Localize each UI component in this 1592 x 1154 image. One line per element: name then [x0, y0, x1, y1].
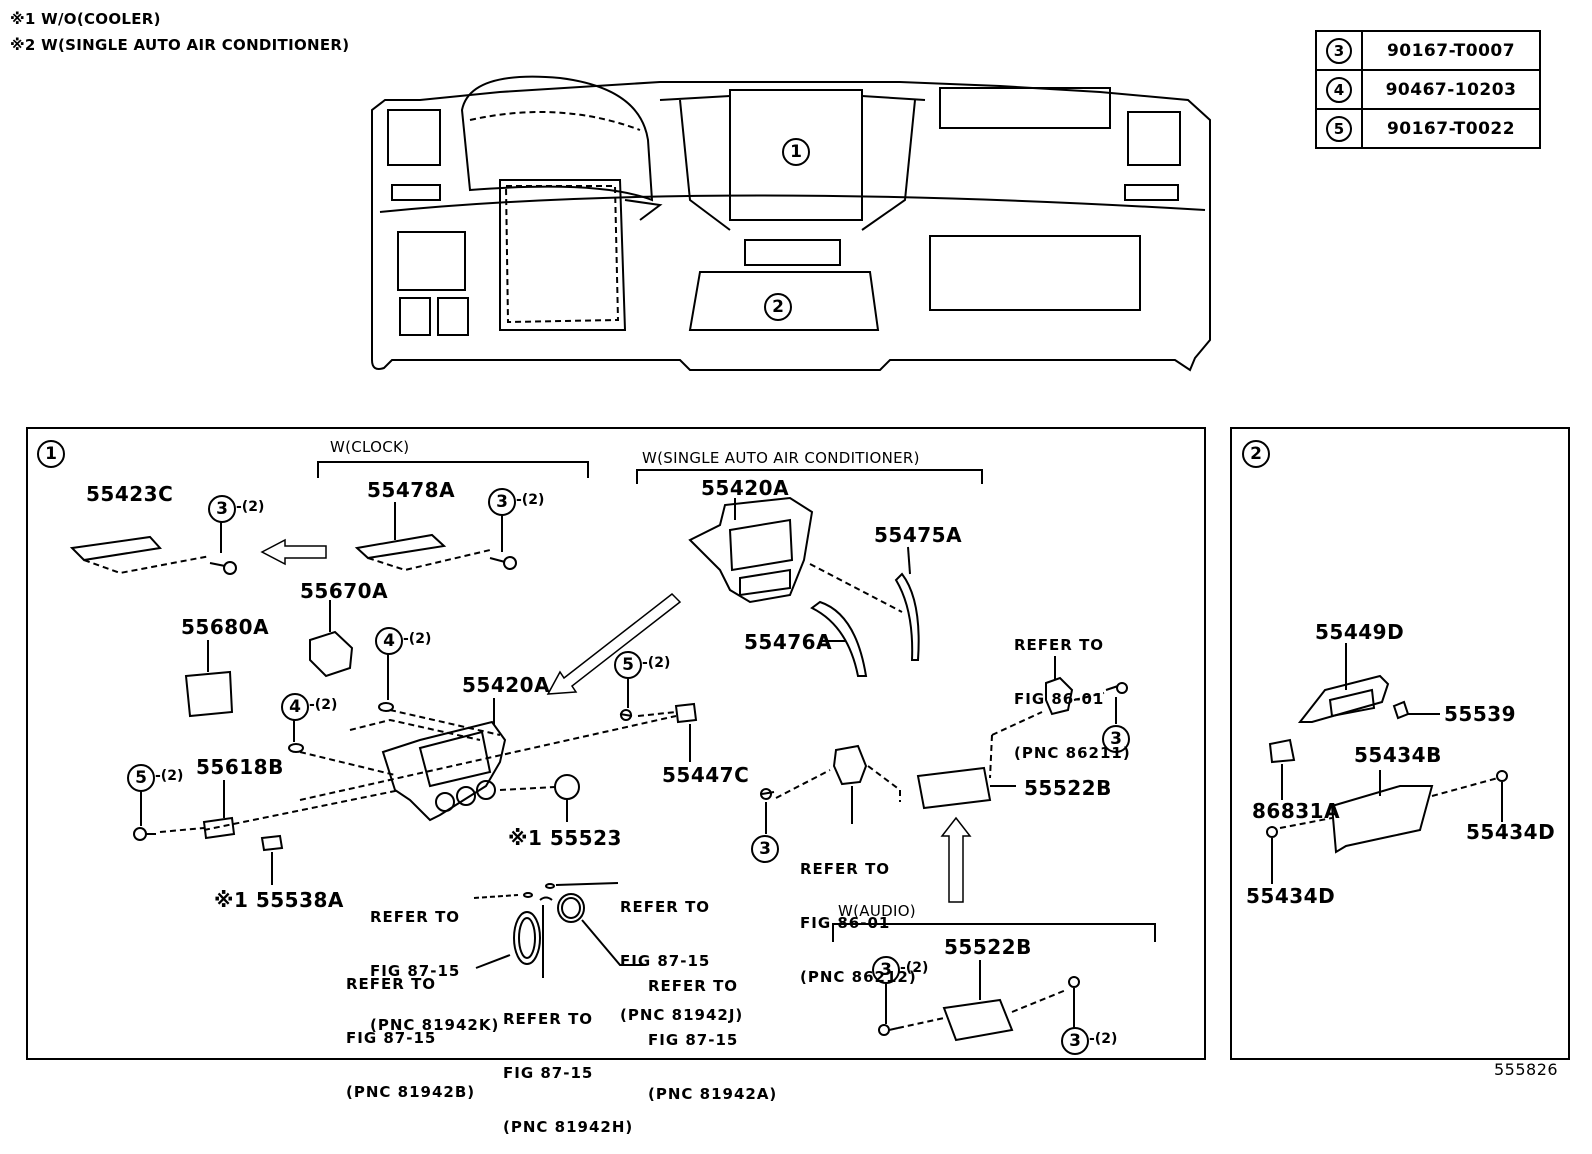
fastener-callout-3[interactable]: 3: [1102, 725, 1130, 753]
refer-line: FIG 87-15: [370, 962, 461, 980]
refer-line: (PNC 86211): [1014, 744, 1131, 762]
part-55447C[interactable]: 55447C: [662, 763, 750, 787]
refer-line: FIG 87-15: [620, 952, 711, 970]
refer-to-81942K[interactable]: REFER TO FIG 87-15 (PNC 81942K): [370, 872, 499, 1052]
legend-part-number[interactable]: 90167-T0007: [1361, 30, 1541, 71]
refer-line: REFER TO: [800, 860, 891, 878]
part-55476A[interactable]: 55476A: [744, 630, 833, 654]
refer-line: FIG 87-15: [346, 1029, 437, 1047]
panel2-callout: 2: [1242, 440, 1270, 468]
refer-line: REFER TO: [1014, 636, 1105, 654]
fastener-qty: -(2): [516, 492, 545, 508]
fastener-callout-3[interactable]: 3: [488, 488, 516, 516]
part-55523[interactable]: ※1 55523: [508, 826, 622, 850]
fastener-callout-3[interactable]: 3: [751, 835, 779, 863]
part-55434B[interactable]: 55434B: [1354, 743, 1442, 767]
refer-line: REFER TO: [503, 1010, 594, 1028]
fastener-callout-5[interactable]: 5: [614, 651, 642, 679]
dashboard-overview-drawing: [371, 75, 1211, 372]
part-55522B-audio[interactable]: 55522B: [944, 935, 1032, 959]
overview-callout-2[interactable]: 2: [764, 293, 792, 321]
part-55680A[interactable]: 55680A: [181, 615, 270, 639]
detail-panel-1: [26, 427, 1206, 1060]
panel1-callout: 1: [37, 440, 65, 468]
fastener-callout-5[interactable]: 5: [127, 764, 155, 792]
refer-line: REFER TO: [346, 975, 437, 993]
part-55618B[interactable]: 55618B: [196, 755, 284, 779]
refer-line: (PNC 86212): [800, 968, 917, 986]
part-55522B[interactable]: 55522B: [1024, 776, 1112, 800]
part-55449D[interactable]: 55449D: [1315, 620, 1405, 644]
legend-part-number[interactable]: 90467-10203: [1361, 69, 1541, 110]
refer-line: REFER TO: [370, 908, 461, 926]
part-55434D[interactable]: 55434D: [1246, 884, 1336, 908]
refer-line: FIG 87-15: [648, 1031, 739, 1049]
part-55420A[interactable]: 55420A: [462, 673, 551, 697]
legend-callout: 3: [1326, 37, 1352, 64]
legend-callout: 5: [1326, 115, 1352, 142]
part-55423C[interactable]: 55423C: [86, 482, 174, 506]
refer-line: REFER TO: [620, 898, 711, 916]
part-55538A[interactable]: ※1 55538A: [214, 888, 344, 912]
fastener-qty: -(2): [155, 768, 184, 784]
legend-row: 5 90167-T0022: [1315, 108, 1541, 149]
refer-to-81942B[interactable]: REFER TO FIG 87-15 (PNC 81942B): [346, 939, 475, 1119]
refer-to-86211[interactable]: REFER TO FIG 86-01 (PNC 86211): [1014, 600, 1131, 780]
note-without-cooler: ※1 W/O(COOLER): [10, 10, 161, 28]
refer-line: (PNC 81942A): [648, 1085, 778, 1103]
fastener-qty: -(2): [236, 499, 265, 515]
refer-line: REFER TO: [648, 977, 739, 995]
condition-single-auto-ac: W(SINGLE AUTO AIR CONDITIONER): [642, 449, 920, 467]
fastener-callout-3[interactable]: 3: [1061, 1027, 1089, 1055]
note-single-auto-ac: ※2 W(SINGLE AUTO AIR CONDITIONER): [10, 36, 350, 54]
condition-clock: W(CLOCK): [330, 438, 410, 456]
part-55420A-auto-ac[interactable]: 55420A: [701, 476, 790, 500]
refer-line: FIG 87-15: [503, 1064, 594, 1082]
fastener-callout-4[interactable]: 4: [375, 627, 403, 655]
fastener-qty: -(2): [309, 697, 338, 713]
panel2-drawings: [1266, 643, 1508, 884]
fastener-legend-table: 3 90167-T0007 4 90467-10203 5 90167-T002…: [1315, 30, 1541, 149]
refer-to-81942H[interactable]: REFER TO FIG 87-15 (PNC 81942H): [503, 974, 633, 1154]
refer-line: FIG 86-01: [1014, 690, 1105, 708]
part-55478A[interactable]: 55478A: [367, 478, 456, 502]
condition-audio: W(AUDIO): [838, 902, 916, 920]
part-86831A[interactable]: 86831A: [1252, 799, 1341, 823]
refer-line: (PNC 81942H): [503, 1118, 634, 1136]
refer-line: FIG 86-01: [800, 914, 891, 932]
fastener-qty: -(2): [642, 655, 671, 671]
refer-line: (PNC 81942K): [370, 1016, 500, 1034]
detail-panel-2: [1230, 427, 1570, 1060]
refer-to-81942J[interactable]: REFER TO FIG 87-15 (PNC 81942J): [620, 862, 743, 1042]
legend-part-number[interactable]: 90167-T0022: [1361, 108, 1541, 149]
overview-callout-1[interactable]: 1: [782, 138, 810, 166]
diagram-line-art: [69, 75, 1508, 1042]
fastener-callout-4[interactable]: 4: [281, 693, 309, 721]
fastener-callout-3[interactable]: 3: [872, 956, 900, 984]
refer-line: (PNC 81942B): [346, 1083, 476, 1101]
legend-row: 3 90167-T0007: [1315, 30, 1541, 71]
part-55434D[interactable]: 55434D: [1466, 820, 1556, 844]
refer-to-81942A[interactable]: REFER TO FIG 87-15 (PNC 81942A): [648, 941, 777, 1121]
part-55475A[interactable]: 55475A: [874, 523, 963, 547]
refer-line: (PNC 81942J): [620, 1006, 744, 1024]
fastener-callout-3[interactable]: 3: [208, 495, 236, 523]
fastener-qty: -(2): [900, 960, 929, 976]
panel1-drawings: [69, 461, 1156, 1042]
legend-row: 4 90467-10203: [1315, 69, 1541, 110]
part-55539[interactable]: 55539: [1444, 702, 1517, 726]
fastener-qty: -(2): [403, 631, 432, 647]
legend-callout: 4: [1326, 76, 1352, 103]
part-55670A[interactable]: 55670A: [300, 579, 389, 603]
refer-to-86212[interactable]: REFER TO FIG 86-01 (PNC 86212): [800, 824, 917, 1004]
figure-id: 555826: [1494, 1060, 1559, 1079]
fastener-qty: -(2): [1089, 1031, 1118, 1047]
